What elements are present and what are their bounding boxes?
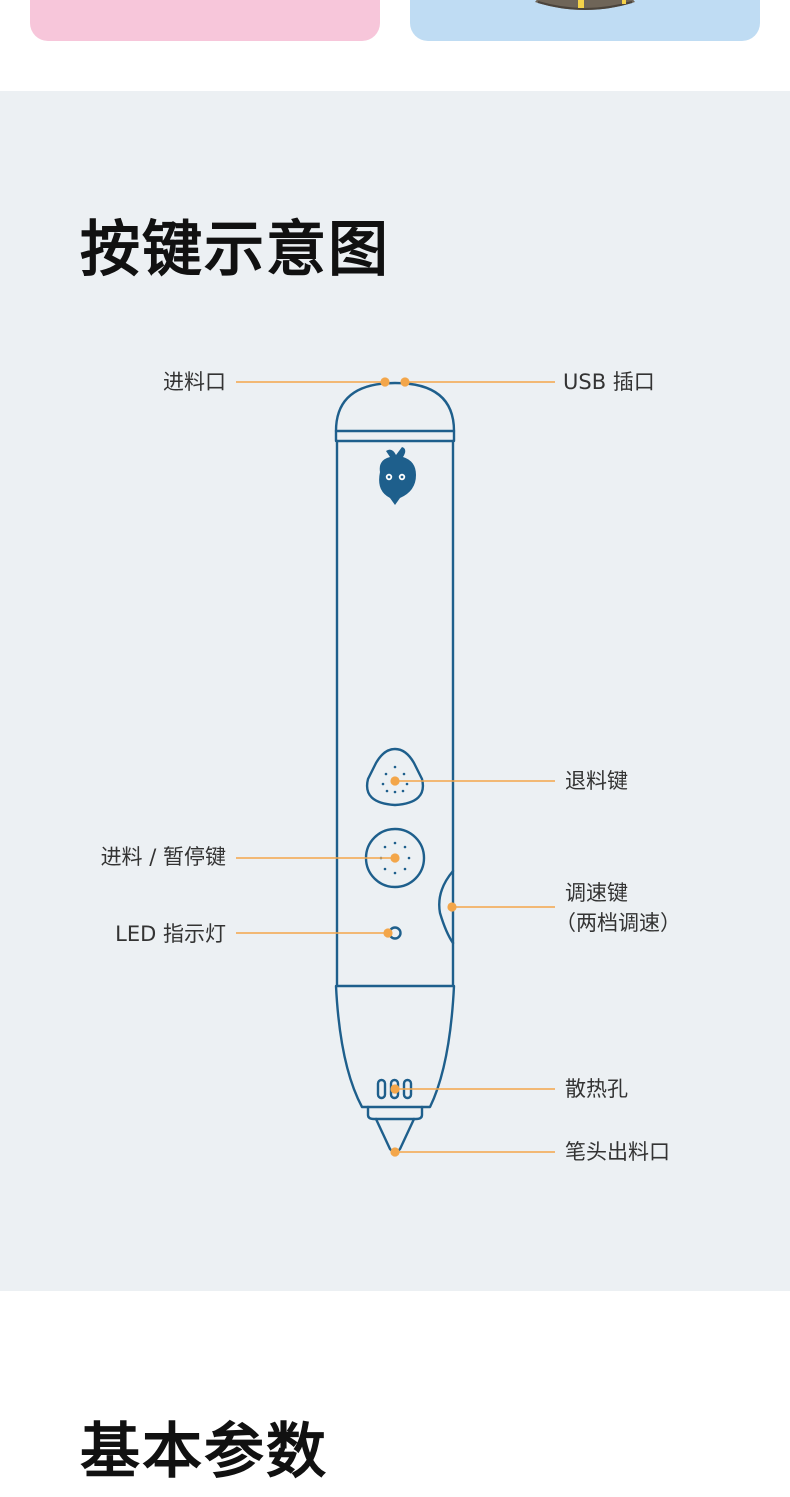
- pen-cap: [334, 381, 456, 443]
- callout-dot-feed-pause: [390, 853, 400, 863]
- label-led-indicator: LED 指示灯: [115, 922, 226, 946]
- pink-product-card: [30, 0, 380, 41]
- label-usb-port: USB 插口: [563, 370, 655, 394]
- vent-1: [376, 1078, 387, 1100]
- params-section: 基本参数: [0, 1291, 790, 1497]
- callout-dot-vents: [390, 1084, 400, 1094]
- product-photo-icon: [535, 0, 635, 10]
- pen-lower-body: [334, 984, 456, 1109]
- params-title: 基本参数: [80, 1417, 328, 1487]
- pen-body: [335, 439, 455, 988]
- callout-dot-speed: [447, 902, 457, 912]
- label-nozzle-outlet: 笔头出料口: [565, 1140, 670, 1164]
- pen-diagram: [236, 377, 555, 1157]
- speed-rocker: [438, 869, 455, 945]
- blue-product-card: [410, 0, 760, 41]
- callout-dot-nozzle: [390, 1147, 400, 1157]
- button-diagram-section: 按键示意图: [0, 91, 790, 1291]
- label-speed-key-note: （两档调速）: [555, 911, 681, 935]
- label-feed-inlet: 进料口: [163, 370, 226, 394]
- brand-logo-icon: [379, 447, 416, 505]
- section-title: 按键示意图: [80, 215, 390, 285]
- label-speed-key: 调速键: [565, 881, 628, 905]
- callout-dot-usb: [400, 377, 410, 387]
- callout-dot-feed-inlet: [380, 377, 390, 387]
- pen-collar: [366, 1105, 424, 1121]
- callout-dot-led: [383, 928, 393, 938]
- top-card-strip: [0, 0, 790, 91]
- retract-button-outline: [365, 747, 425, 807]
- label-feed-pause-key: 进料 / 暂停键: [100, 845, 226, 869]
- callout-dot-retract: [390, 776, 400, 786]
- label-retract-key: 退料键: [565, 769, 628, 793]
- label-heat-vents: 散热孔: [565, 1077, 628, 1101]
- pen-nozzle: [374, 1117, 416, 1154]
